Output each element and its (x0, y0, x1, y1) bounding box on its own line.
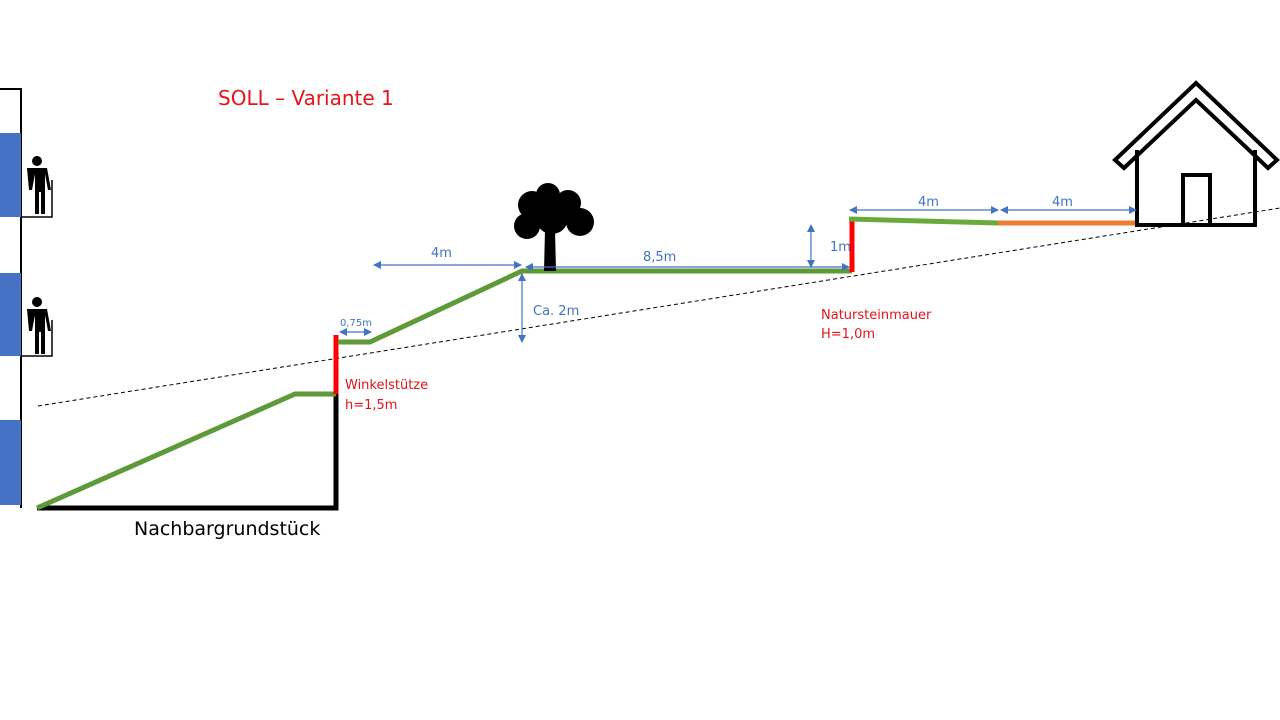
person-icon (27, 297, 51, 354)
window (0, 420, 21, 505)
dim-plateau-label: 8,5m (643, 250, 676, 265)
original-terrain-line (37, 207, 1280, 407)
winkelstuetze-height: h=1,5m (345, 398, 397, 413)
dim-step-label: 0,75m (340, 318, 372, 329)
window (0, 273, 21, 356)
house-icon (1112, 80, 1280, 227)
tree-icon (514, 183, 594, 271)
natursteinmauer-label: Natursteinmauer (821, 308, 932, 323)
lower-slope (35, 391, 336, 511)
dim-height-ca-label: Ca. 2m (533, 304, 579, 319)
terrace-green (848, 216, 999, 226)
diagram-title: SOLL – Variante 1 (218, 86, 394, 110)
balcony-railing (21, 180, 53, 218)
person-icon (27, 156, 51, 214)
neighbor-building (0, 88, 53, 508)
winkelstuetze-label: Winkelstütze (345, 378, 428, 393)
balcony-railing (21, 320, 53, 357)
neighbor-label: Nachbargrundstück (134, 518, 320, 540)
neighbor-ground (37, 394, 339, 511)
dim-wall-height-label: 1m (830, 240, 851, 255)
window (0, 133, 21, 217)
dim-slope-label: 4m (431, 246, 452, 261)
dim-terrace-green-label: 4m (918, 195, 939, 210)
upper-slope-and-plateau (338, 268, 852, 345)
dim-terrace-orange-label: 4m (1052, 195, 1073, 210)
natursteinmauer-height: H=1,0m (821, 327, 875, 342)
